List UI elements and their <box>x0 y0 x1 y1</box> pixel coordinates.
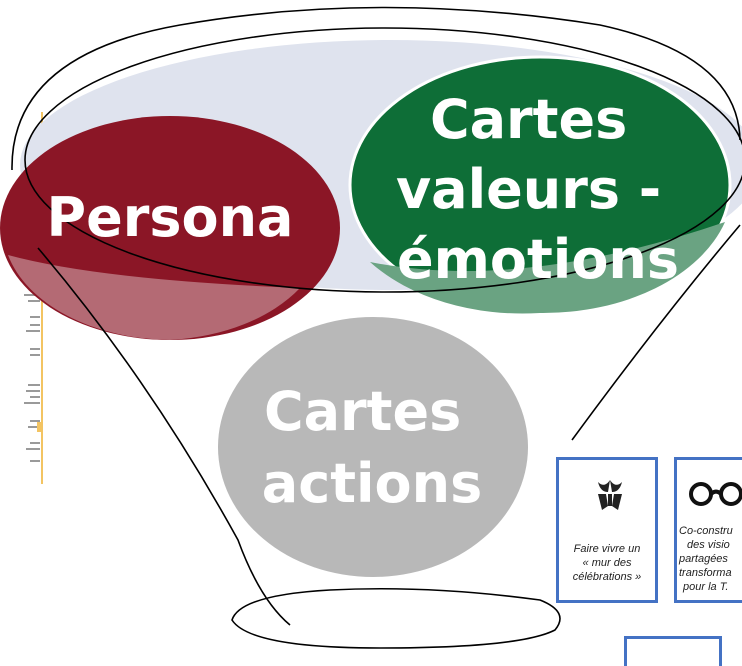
celebration-hands-icon <box>598 480 622 510</box>
action-card-cropped <box>624 636 722 666</box>
actions-circle <box>218 317 528 577</box>
funnel-outer-rim <box>11 6 741 171</box>
funnel-bottom-rim <box>231 587 561 649</box>
actions-label: Cartes actions <box>262 380 482 515</box>
persona-label: Persona <box>47 186 294 249</box>
persona-circle-lower <box>8 255 300 340</box>
glasses-icon <box>689 482 742 506</box>
funnel-left-side <box>37 247 291 626</box>
card-mur-text: Faire vivre un « mur des célébrations » <box>572 543 642 583</box>
action-card-mur-celebrations: Faire vivre un « mur des célébrations » <box>556 457 658 603</box>
funnel-inner-rim <box>24 27 742 293</box>
funnel-right-side <box>571 224 741 441</box>
action-card-co-construction: Co-constru des visio partagées transform… <box>674 457 742 603</box>
funnel-diagram: Persona Cartes valeurs - émotions Cartes… <box>0 6 742 649</box>
valeurs-label: Cartes valeurs - émotions <box>396 88 680 291</box>
card-coconstruction-text: Co-constru des visio partagées transform… <box>679 525 733 593</box>
valeurs-circle-lower <box>370 222 725 314</box>
